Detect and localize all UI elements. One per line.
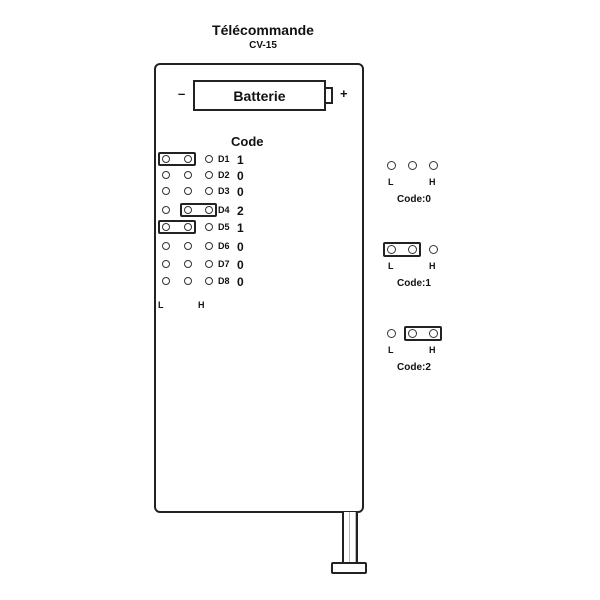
diagram-title: Télécommande [212, 22, 314, 38]
dip-hole [184, 260, 192, 268]
dip-hole [184, 171, 192, 179]
dip-hole [205, 223, 213, 231]
dip-hole [184, 223, 192, 231]
dip-row-value: 2 [237, 204, 244, 218]
dip-hole [205, 155, 213, 163]
code-header: Code [231, 134, 264, 149]
legend-hole [408, 329, 417, 338]
dip-row-label: D2 [218, 170, 230, 180]
dip-hole [205, 187, 213, 195]
dip-hole [162, 223, 170, 231]
dip-row-value: 0 [237, 185, 244, 199]
dip-row-value: 1 [237, 221, 244, 235]
legend-high-label: H [429, 177, 436, 187]
dip-row-label: D3 [218, 186, 230, 196]
battery-label: Batterie [233, 87, 286, 104]
diagram-subtitle: CV-15 [249, 40, 277, 51]
dip-row-label: D6 [218, 241, 230, 251]
dip-hole [205, 277, 213, 285]
legend-hole [387, 245, 396, 254]
dip-row-value: 0 [237, 258, 244, 272]
dip-hole [162, 260, 170, 268]
battery: Batterie [193, 80, 326, 111]
dip-hole [205, 260, 213, 268]
legend-hole [429, 161, 438, 170]
legend-hole [387, 161, 396, 170]
battery-plus-sign: + [340, 86, 348, 101]
remote-body [154, 63, 364, 513]
legend-hole [429, 245, 438, 254]
dip-hole [162, 277, 170, 285]
dip-row-value: 1 [237, 153, 244, 167]
dip-hole [184, 242, 192, 250]
dip-row-label: D8 [218, 276, 230, 286]
dip-hole [162, 206, 170, 214]
legend-hole [429, 329, 438, 338]
legend-code-label: Code:1 [397, 278, 431, 289]
legend-code-label: Code:2 [397, 362, 431, 373]
legend-high-label: H [429, 345, 436, 355]
dip-row-label: D7 [218, 259, 230, 269]
axis-high-label: H [198, 300, 205, 310]
legend-hole [387, 329, 396, 338]
battery-minus-sign: – [178, 86, 186, 101]
dip-hole [184, 277, 192, 285]
antenna-foot [331, 562, 367, 574]
dip-row-label: D1 [218, 154, 230, 164]
dip-row-label: D5 [218, 222, 230, 232]
dip-row-value: 0 [237, 169, 244, 183]
axis-low-label: L [158, 300, 164, 310]
legend-hole [408, 161, 417, 170]
battery-terminal [325, 87, 333, 104]
legend-low-label: L [388, 177, 394, 187]
legend-low-label: L [388, 261, 394, 271]
dip-row-value: 0 [237, 240, 244, 254]
dip-row-value: 0 [237, 275, 244, 289]
dip-hole [205, 171, 213, 179]
legend-hole [408, 245, 417, 254]
dip-hole [184, 206, 192, 214]
dip-hole [162, 242, 170, 250]
dip-hole [205, 206, 213, 214]
dip-hole [184, 187, 192, 195]
legend-low-label: L [388, 345, 394, 355]
dip-hole [162, 187, 170, 195]
dip-row-label: D4 [218, 205, 230, 215]
dip-hole [184, 155, 192, 163]
legend-code-label: Code:0 [397, 194, 431, 205]
dip-hole [162, 171, 170, 179]
dip-hole [205, 242, 213, 250]
antenna-stem [342, 512, 358, 564]
legend-high-label: H [429, 261, 436, 271]
dip-hole [162, 155, 170, 163]
